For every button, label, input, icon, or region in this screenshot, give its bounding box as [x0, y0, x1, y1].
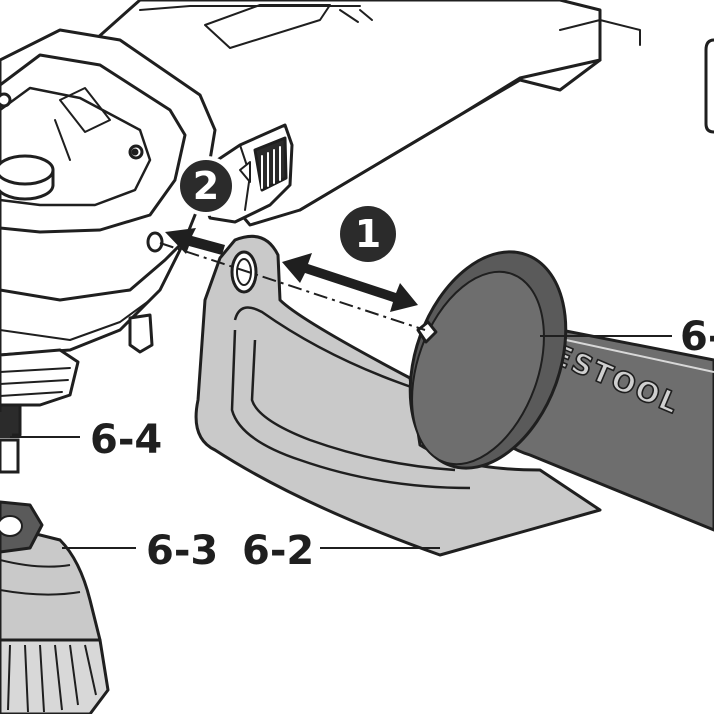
callout-leaders — [10, 335, 672, 549]
callout-6-1: 6- — [680, 314, 714, 360]
flange-nut — [0, 412, 20, 474]
arrow-step-1 — [282, 253, 418, 312]
step-badge-1: 1 — [340, 206, 396, 262]
wire-cup-brush — [0, 500, 110, 714]
callout-6-2: 6-2 — [242, 528, 314, 574]
axis-line — [159, 242, 426, 331]
step-number-2: 2 — [193, 164, 219, 208]
adjacent-figure-frame — [704, 38, 714, 134]
step-badge-2: 2 — [176, 156, 236, 216]
callout-6-3: 6-3 — [146, 528, 218, 574]
callout-6-4: 6-4 — [90, 417, 162, 463]
step-number-1: 1 — [355, 212, 381, 256]
arrow-step-2 — [165, 228, 225, 255]
guard-bracket — [194, 234, 602, 557]
